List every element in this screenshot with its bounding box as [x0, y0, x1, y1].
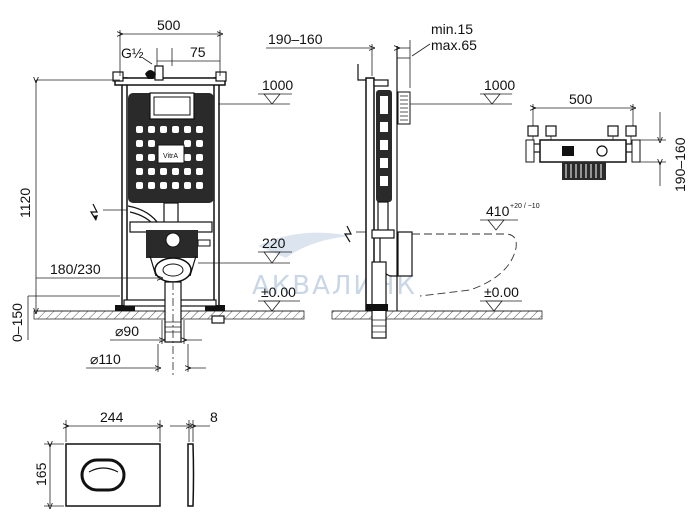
front-width-label: 500	[157, 17, 181, 33]
front-floor-label: ±0.00	[261, 284, 296, 300]
side-level-410-label: 410	[486, 203, 510, 219]
side-view: 190–160 min.15 max.65 1000 410 +20 / −10…	[266, 21, 543, 339]
offset-label: 75	[190, 44, 206, 60]
flush-plate-view: 244 165 8	[33, 409, 218, 506]
side-level-410-tolerance: +20 / −10	[510, 203, 540, 210]
toilet-bowl-outline	[412, 233, 517, 297]
plate-thickness-label: 8	[210, 409, 218, 425]
side-floor-label: ±0.00	[484, 284, 519, 300]
front-frame-left	[121, 77, 128, 311]
side-floor	[331, 310, 543, 320]
side-level-1000-label: 1000	[484, 77, 515, 93]
water-inlet	[154, 65, 164, 81]
drain-offset-label: 180/230	[50, 261, 101, 277]
pipe-90-label: ⌀90	[115, 323, 139, 339]
floor-range-label: 0–150	[9, 303, 25, 342]
side-electrical-icon	[343, 225, 352, 243]
front-view: VitrA 500 G½ 75	[9, 17, 305, 376]
plate-height-label: 165	[33, 462, 49, 486]
side-max-label: max.65	[431, 37, 477, 53]
flush-plate-side	[187, 443, 195, 507]
top-width-label: 500	[569, 91, 593, 107]
flush-buttons	[80, 458, 126, 492]
front-level-1000-label: 1000	[262, 77, 293, 93]
side-min-label: min.15	[431, 21, 473, 37]
front-frame-right	[213, 77, 220, 311]
plate-width-label: 244	[100, 409, 124, 425]
top-depth-label: 190–160	[672, 137, 688, 192]
side-depth-label: 190–160	[268, 31, 323, 47]
top-cistern	[539, 139, 627, 163]
side-drain-pipe	[371, 261, 387, 339]
pipe-thread-label: G½	[121, 45, 144, 61]
watermark-text: АКВАЛИНК	[252, 271, 417, 301]
front-height-label: 1120	[17, 188, 33, 218]
cistern-ribs	[136, 126, 203, 189]
top-view: 500 190–160	[525, 91, 688, 192]
vitra-logo: VitrA	[163, 153, 178, 160]
pipe-110-label: ⌀110	[90, 351, 121, 367]
front-level-220-label: 220	[262, 235, 286, 251]
